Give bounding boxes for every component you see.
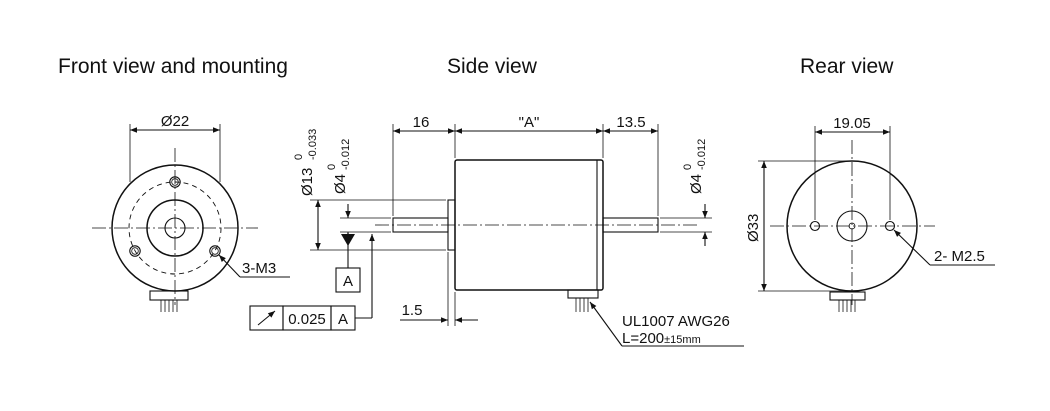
svg-text:Ø13: Ø13 — [299, 168, 316, 196]
runout-arrow-icon — [257, 310, 276, 326]
datum-box — [335, 267, 361, 293]
front-view: Ø22 3-M3 — [92, 113, 290, 312]
front-hole-1 — [169, 176, 181, 188]
front-shaft-circle — [164, 217, 186, 239]
rear-hole-2 — [884, 220, 896, 232]
rear-dia-label: Ø33 — [745, 214, 762, 242]
svg-text:0: 0 — [293, 154, 305, 160]
cable-length-main: L=200 — [622, 330, 664, 347]
svg-text:-0.012: -0.012 — [340, 139, 352, 170]
svg-text:Ø4: Ø4 — [332, 174, 349, 194]
side-flange-len: 1.5 — [402, 302, 423, 319]
rear-spacing-label: 19.05 — [833, 115, 871, 132]
front-dia-label: Ø22 — [161, 113, 189, 130]
front-pilot-circle — [146, 199, 204, 257]
side-rear-shaft-len: 13.5 — [616, 114, 645, 131]
svg-text:-0.012: -0.012 — [696, 139, 708, 170]
svg-text:0: 0 — [682, 164, 694, 170]
datum-label: A — [343, 273, 353, 290]
side-front-shaft-len: 16 — [413, 114, 430, 131]
side-rear-shaft-dia: Ø4 0 -0.012 — [682, 139, 708, 194]
front-bolt-circle — [128, 181, 222, 275]
rear-boss-circle — [836, 210, 868, 242]
side-body-len: "A" — [519, 114, 540, 131]
front-holes-label: 3-M3 — [242, 260, 276, 277]
rear-holes-label: 2- M2.5 — [934, 248, 985, 265]
front-hole-2 — [129, 245, 141, 257]
svg-text:Ø4: Ø4 — [688, 174, 705, 194]
svg-text:Ø33: Ø33 — [745, 214, 762, 242]
runout-frame: 0.025 A — [249, 234, 375, 331]
datum-triangle — [341, 234, 355, 246]
title-side-view: Side view — [447, 55, 538, 78]
title-front-view: Front view and mounting — [58, 55, 288, 78]
rear-view: 19.05 Ø33 2- M2.5 — [745, 115, 995, 312]
runout-datum: A — [338, 311, 348, 328]
front-hole-3 — [209, 245, 221, 257]
side-view: 16 "A" 13.5 Ø13 0 -0.033 Ø4 0 -0.012 A — [249, 114, 744, 347]
cable-spec: UL1007 AWG26 — [622, 313, 730, 330]
side-shaft-dia: Ø4 0 -0.012 — [326, 139, 352, 194]
side-pilot-dia: Ø13 0 -0.033 — [293, 129, 319, 196]
side-front-shaft — [392, 217, 449, 233]
svg-text:-0.033: -0.033 — [307, 129, 319, 160]
side-rear-shaft — [602, 217, 659, 233]
cable-length: L=200±15mm — [622, 330, 701, 347]
rear-hole-1 — [809, 220, 821, 232]
svg-text:0: 0 — [326, 164, 338, 170]
title-rear-view: Rear view — [800, 55, 894, 78]
cable-length-tol: ±15mm — [664, 334, 701, 346]
runout-value: 0.025 — [288, 311, 326, 328]
rear-outer-circle — [786, 160, 918, 292]
